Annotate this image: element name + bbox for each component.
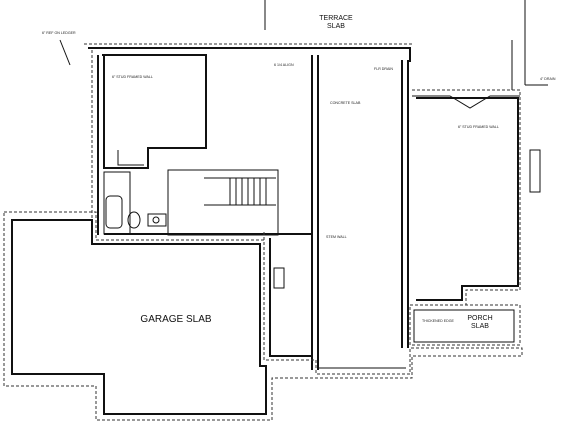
site-lines <box>59 0 526 90</box>
svg-text:6 1/4 ALIGN: 6 1/4 ALIGN <box>274 63 294 67</box>
stair-treads <box>204 177 276 206</box>
terrace-label-line1: TERRACE <box>319 15 353 22</box>
bathtub-icon <box>105 195 123 229</box>
svg-text:CONCRETE SLAB: CONCRETE SLAB <box>330 101 361 105</box>
svg-text:STEM WALL: STEM WALL <box>326 235 347 239</box>
garage-label: GARAGE SLAB <box>140 314 211 325</box>
water-heater-icon <box>273 267 285 289</box>
right-wing <box>412 84 548 306</box>
terrace-label-line2: SLAB <box>327 23 345 30</box>
svg-text:6" REF ON LEDGER: 6" REF ON LEDGER <box>42 31 76 35</box>
bedroom-left <box>102 54 207 169</box>
sink-icon <box>147 213 167 227</box>
stair-core <box>103 169 312 236</box>
porch-label-line1: PORCH <box>467 315 492 322</box>
porch-label: PORCH SLAB <box>467 315 492 330</box>
terrace-label: TERRACE SLAB <box>319 15 353 30</box>
svg-text:6" STUD FRAMED WALL: 6" STUD FRAMED WALL <box>112 75 153 79</box>
porch-slab <box>409 304 521 346</box>
svg-text:THICKENED EDGE: THICKENED EDGE <box>422 319 455 323</box>
svg-text:4" DRAIN: 4" DRAIN <box>540 77 556 81</box>
svg-text:FLR DRAIN: FLR DRAIN <box>374 67 393 71</box>
svg-text:6" STUD FRAMED WALL: 6" STUD FRAMED WALL <box>458 125 499 129</box>
toilet-icon <box>127 211 141 229</box>
porch-label-line2: SLAB <box>471 323 489 330</box>
garage-slab <box>3 211 523 421</box>
annotation-marks: 6" REF ON LEDGER 6" STUD FRAMED WALL 6 1… <box>42 31 556 323</box>
upper-footprint <box>84 43 414 370</box>
mech-room <box>263 232 312 361</box>
